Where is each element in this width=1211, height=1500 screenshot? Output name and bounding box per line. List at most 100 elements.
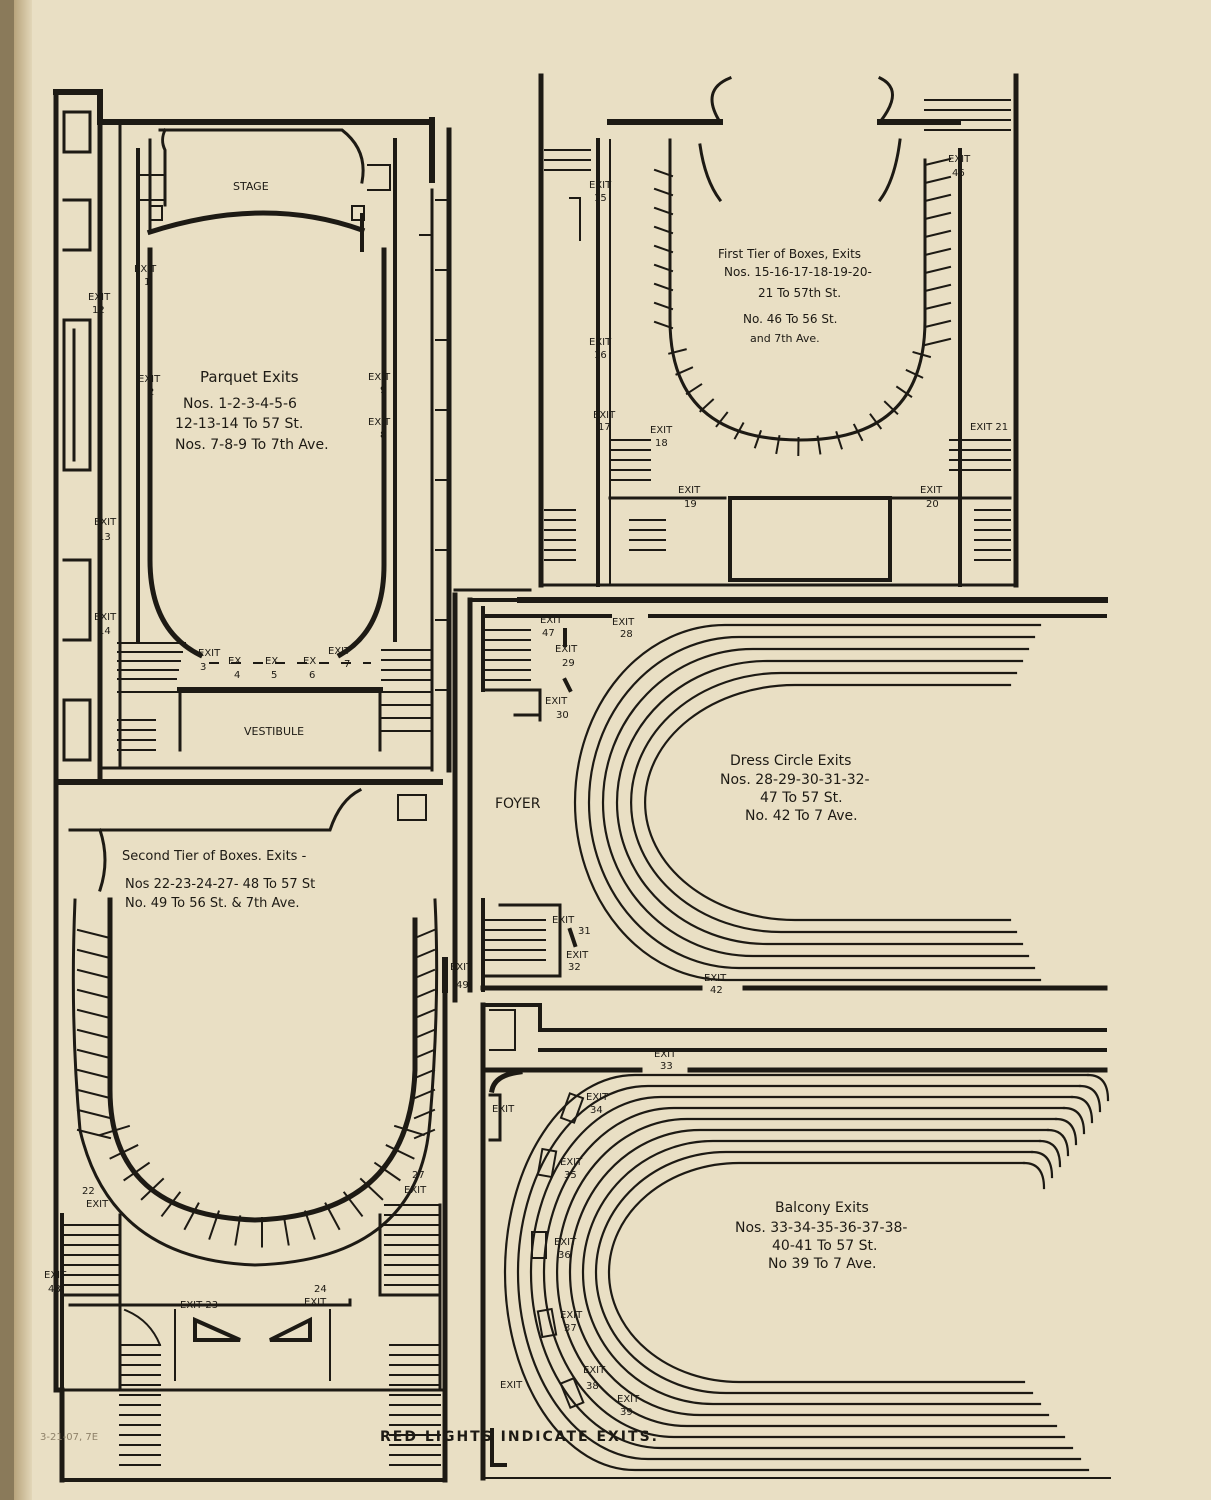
box-partition <box>923 229 952 239</box>
seating-row-end <box>1054 1117 1078 1146</box>
box-partition <box>385 1144 415 1160</box>
exit-49-number: 49 <box>456 980 469 991</box>
box-partition <box>923 211 952 221</box>
seating-row <box>607 1161 1026 1384</box>
box-partition <box>653 168 674 178</box>
dress-circle-title: Dress Circle Exits <box>730 753 851 769</box>
parquet-line-1: Nos. 1-2-3-4-5-6 <box>183 396 297 412</box>
second-tier-line-1: Nos 22-23-24-27- 48 To 57 St <box>125 877 315 892</box>
box-partition <box>413 1028 436 1040</box>
first-tier-plan <box>538 73 1019 588</box>
parquet-line-3: Nos. 7-8-9 To 7th Ave. <box>175 437 329 453</box>
box-partition <box>653 282 674 292</box>
exit-18-number: 18 <box>655 438 668 449</box>
box-partition <box>923 283 952 293</box>
exit-19-number: 19 <box>684 499 697 510</box>
foyer-label: FOYER <box>495 796 541 812</box>
box-partition <box>123 1161 151 1182</box>
exit-49-word: EXIT <box>450 962 473 973</box>
exit-2-word: EXIT <box>138 374 161 385</box>
exit-9-number: 9 <box>380 385 386 396</box>
seating-row <box>529 1095 1074 1450</box>
exit-2-number: 2 <box>148 387 154 398</box>
seating-row-end <box>1030 1150 1054 1179</box>
exit-33-number: 33 <box>660 1061 673 1072</box>
exit-1-number: 1 <box>144 277 150 288</box>
dress-circle-seating-rows <box>573 623 1042 982</box>
dress-circle-plan <box>467 597 1108 993</box>
exit-42-number: 42 <box>710 985 723 996</box>
box-partition <box>413 1008 436 1020</box>
exit-36-word: EXIT <box>554 1237 577 1248</box>
vestibule-label: VESTIBULE <box>244 725 304 738</box>
box-partition <box>733 422 745 440</box>
exit-1-word: EXIT <box>134 264 157 275</box>
box-partition <box>653 225 674 235</box>
box-partition <box>923 319 952 329</box>
box-partition <box>413 1128 436 1140</box>
seating-row-end <box>1038 1139 1062 1168</box>
exit-34-word: EXIT <box>586 1092 609 1103</box>
seating-row <box>643 683 1012 922</box>
first-tier-box-partitions <box>653 157 952 457</box>
exit-48-word: EXIT <box>44 1270 67 1281</box>
balcony-seating-rows <box>503 1073 1110 1472</box>
exit-12-number: 12 <box>92 305 105 316</box>
box-partition <box>668 348 687 355</box>
balcony-plan <box>480 1002 1111 1481</box>
box-partition <box>923 301 952 311</box>
exit-14-word: EXIT <box>94 612 117 623</box>
exit-20-word: EXIT <box>920 485 943 496</box>
box-partition <box>324 1202 341 1231</box>
box-partition <box>413 1108 436 1120</box>
parquet-line-2: 12-13-14 To 57 St. <box>175 416 303 432</box>
box-partition <box>816 435 822 455</box>
pencil-note: 3-21-07, 7E <box>40 1432 98 1443</box>
box-partition <box>76 1128 112 1140</box>
seating-row <box>503 1073 1090 1472</box>
box-partition <box>653 244 674 254</box>
exit-7-number: 7 <box>344 659 350 670</box>
exit-labels: EXIT 1 EXIT 2 EXIT 9 EXIT 8 EXIT 12 EXIT… <box>44 154 1008 1418</box>
box-partition <box>413 1048 436 1060</box>
exit-18-word: EXIT <box>650 425 673 436</box>
exit-38-number: 38 <box>586 1381 599 1392</box>
box-partition <box>413 988 436 1000</box>
exit-32-number: 32 <box>568 962 581 973</box>
seating-row-end <box>1086 1073 1110 1102</box>
box-partition <box>359 1177 384 1201</box>
box-partition <box>685 383 703 396</box>
box-partition <box>373 1161 401 1182</box>
box-partition <box>413 948 436 960</box>
box-partition <box>835 430 843 450</box>
box-partition <box>923 337 952 347</box>
exit-31-word: EXIT <box>552 915 575 926</box>
seating-row-end <box>1022 1161 1046 1190</box>
exit-17-word: EXIT <box>593 410 616 421</box>
parquet-plan <box>53 89 452 785</box>
box-partition <box>282 1215 290 1246</box>
footer-caption: RED LIGHTS INDICATE EXITS. <box>380 1429 659 1445</box>
exit-16-word: EXIT <box>589 337 612 348</box>
box-partition <box>234 1215 242 1246</box>
exit-46-number: 46 <box>952 168 965 179</box>
box-partition <box>895 385 913 398</box>
box-partition <box>675 366 694 376</box>
box-partition <box>76 968 112 980</box>
box-partition <box>653 263 674 273</box>
seating-row <box>555 1117 1058 1428</box>
box-partition <box>869 413 883 430</box>
box-partition <box>753 429 763 449</box>
first-tier-line-1: Nos. 15-16-17-18-19-20- <box>724 265 872 279</box>
box-partition <box>393 1124 425 1137</box>
exit-16-number: 16 <box>594 350 607 361</box>
exit-4-number: 4 <box>234 670 240 681</box>
box-partition <box>76 948 112 960</box>
exit-46-word: EXIT <box>948 154 971 165</box>
first-tier-line-4: and 7th Ave. <box>750 332 820 345</box>
box-partition <box>775 435 781 455</box>
balcony-line-1: Nos. 33-34-35-36-37-38- <box>735 1220 907 1236</box>
exit-34-number: 34 <box>590 1105 603 1116</box>
exit-38-word: EXIT <box>583 1365 606 1376</box>
